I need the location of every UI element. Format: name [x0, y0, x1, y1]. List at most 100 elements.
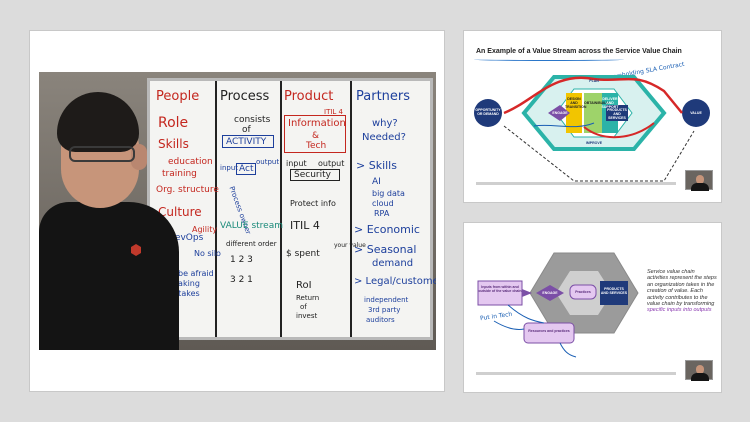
wb-heading-partners: Partners: [356, 89, 411, 104]
thumbnail-body: [691, 373, 709, 381]
thumbnail-body: [691, 183, 709, 191]
diagram-label: PRODUCTS AND SERVICES: [600, 287, 628, 295]
slide-tile-value-stream[interactable]: An Example of a Value Stream across the …: [463, 30, 722, 203]
wb-text: > Legal/customer: [354, 276, 436, 287]
thumbnail-head: [696, 365, 704, 374]
wb-text: of making: [160, 279, 200, 288]
wb-heading-people: People: [156, 89, 200, 104]
wb-text: Role: [158, 115, 189, 131]
wb-text: 1 2 3: [230, 255, 253, 265]
diagram-label: PLAN: [589, 79, 599, 83]
wb-text: Org. structure: [156, 185, 219, 195]
wb-text: DevOps: [168, 233, 204, 243]
diagram-label-opportunity: OPPORTUNITY OR DEMAND: [475, 108, 501, 116]
wb-text: Don't be afraid: [154, 269, 214, 278]
wb-text: why?: [372, 118, 398, 129]
slide-footnote: [476, 182, 676, 185]
wb-text: cloud: [372, 199, 394, 208]
wb-heading-process: Process: [220, 89, 270, 104]
wb-text: RPA: [374, 209, 390, 218]
wb-text: Protect info: [290, 199, 336, 208]
wb-text: Information: [288, 118, 346, 129]
wb-text: Needed?: [362, 132, 406, 143]
wb-text: your value: [334, 242, 366, 249]
wb-text: output: [318, 159, 345, 168]
diagram-label: IMPROVE: [585, 141, 603, 145]
presenter: [39, 84, 179, 350]
diagram-label: DESIGN AND TRANSITION: [565, 97, 587, 109]
slide-footnote: [476, 372, 676, 375]
wb-text: Return: [296, 294, 320, 302]
main-video-tile[interactable]: People Role Skills education training Or…: [29, 30, 445, 392]
diagram-label: ENGAGE: [542, 291, 558, 295]
value-chain-diagram: [474, 75, 710, 182]
diagram-label-value: VALUE: [690, 111, 702, 115]
slide-tile-value-chain-activities[interactable]: Inputs from within and outside of the va…: [463, 222, 722, 393]
wb-text: AI: [372, 177, 381, 187]
wb-text: consists: [234, 115, 271, 125]
wb-text: invest: [296, 312, 318, 320]
wb-text: output: [256, 158, 280, 166]
wb-text: Skills: [158, 137, 189, 151]
wb-heading-product: Product: [284, 89, 334, 104]
wb-text: big data: [372, 189, 405, 198]
wb-text: auditors: [366, 316, 395, 324]
presenter-ear: [131, 144, 147, 170]
body-text-part: Service value chain activities represent…: [647, 269, 717, 308]
whiteboard-divider: [215, 81, 217, 337]
wb-text: 3rd party: [368, 306, 401, 314]
body-text-highlight: specific inputs into outputs: [647, 307, 712, 314]
diagram-label: DELIVER AND SUPPORT: [601, 97, 619, 109]
thumbnail-head: [696, 175, 704, 184]
wb-text: > Economic: [354, 223, 420, 236]
presenter-thumbnail[interactable]: [685, 170, 713, 191]
diagram-label: OBTAIN/BUILD: [584, 101, 609, 105]
wb-text: > Seasonal: [354, 243, 417, 256]
wb-text: &: [312, 131, 320, 141]
diagram-label: Practices: [575, 290, 591, 294]
wb-text: $ spent: [286, 249, 320, 259]
slide-body-text: Service value chain activities represent…: [647, 269, 717, 314]
wb-act-box: [236, 163, 256, 175]
wb-text: Tech: [306, 141, 327, 151]
wb-text: education: [168, 157, 213, 167]
slide-title: An Example of a Value Stream across the …: [476, 48, 682, 55]
wb-text: input: [220, 164, 239, 172]
diagram-label: Inputs from within and outside of the va…: [478, 285, 522, 293]
wb-text: No silo: [194, 249, 221, 258]
wb-text: of: [300, 303, 307, 311]
whiteboard-divider: [280, 81, 282, 337]
presenter-hair: [57, 92, 139, 152]
wb-text: Culture: [158, 205, 202, 219]
wb-text: of: [242, 125, 251, 135]
wb-text: 3 2 1: [230, 275, 253, 285]
handwritten-underline: [474, 58, 624, 61]
wb-text: ITIL 4: [290, 219, 320, 232]
wb-text: RoI: [296, 280, 312, 291]
wb-text: ACTIVITY: [226, 137, 267, 147]
wb-text: independent: [364, 296, 409, 304]
presenter-video: People Role Skills education training Or…: [39, 72, 436, 350]
wb-info-tech-box: [284, 115, 346, 153]
presenter-thumbnail[interactable]: [685, 360, 713, 381]
value-chain-diagram: [477, 252, 639, 358]
wb-text: different order: [226, 240, 277, 248]
whiteboard-divider: [350, 81, 352, 337]
diagram-label: ENGAGE: [552, 111, 568, 115]
wb-text: Act: [239, 164, 254, 174]
whiteboard: People Role Skills education training Or…: [147, 78, 436, 340]
diagram-label: Resources and practices: [528, 329, 570, 333]
wb-text: ITIL 4: [324, 108, 343, 116]
shirt-logo-icon: [131, 244, 141, 256]
wb-activity-box: [222, 135, 274, 148]
wb-text: Agility: [192, 225, 218, 234]
wb-security-box: [290, 169, 340, 181]
wb-text: VALUE stream: [220, 221, 283, 231]
wb-text: demand: [372, 258, 414, 269]
diagram-label: PRODUCTS AND SERVICES: [607, 108, 627, 120]
glasses-icon: [69, 146, 135, 162]
presenter-shirt: [39, 202, 179, 350]
wb-text: mistakes: [164, 289, 200, 298]
wb-text: Security: [294, 170, 331, 180]
wb-text: input: [286, 159, 307, 168]
